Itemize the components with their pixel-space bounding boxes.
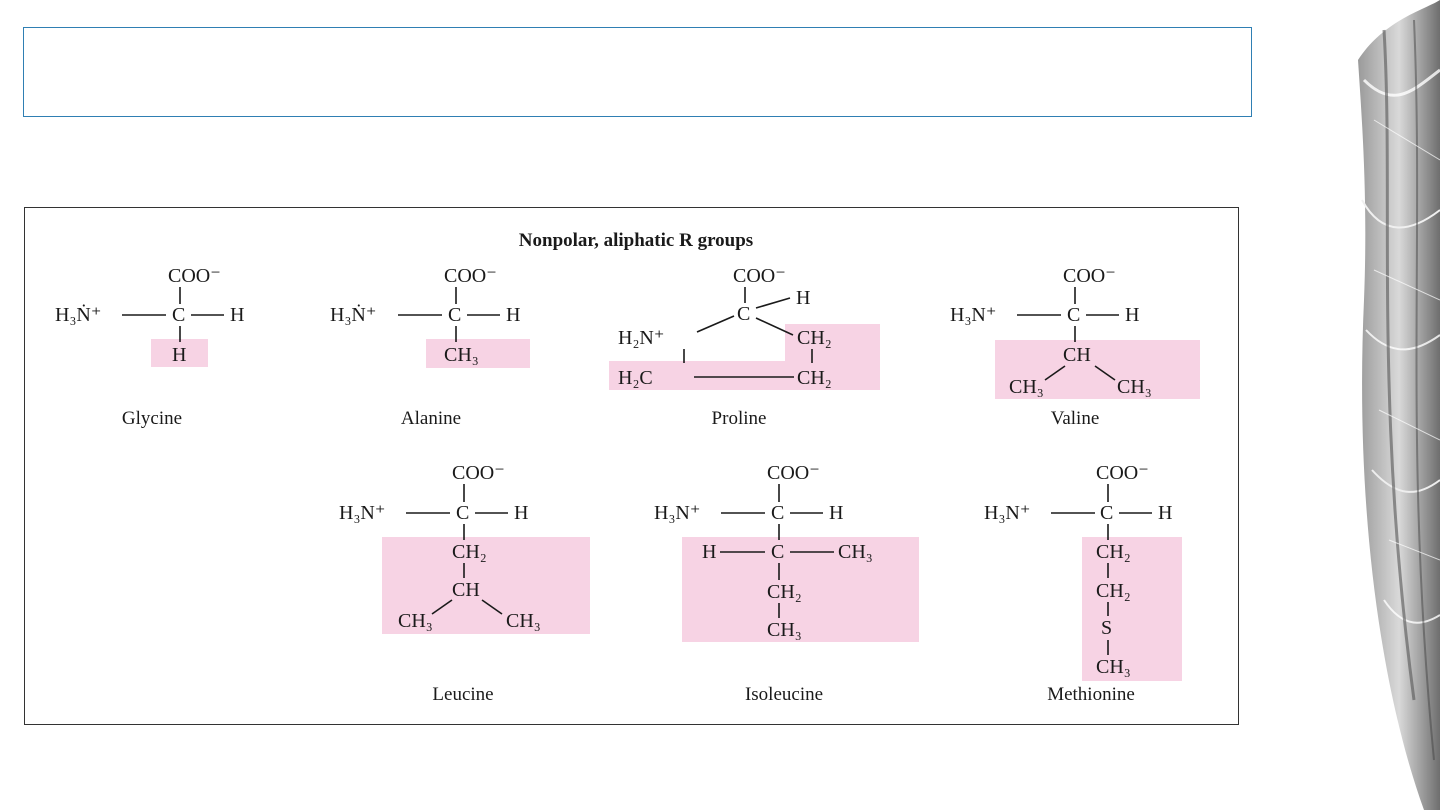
isoleucine-coo: COO⁻: [767, 462, 820, 484]
alanine-alpha-h: H: [506, 304, 520, 326]
glycine-alpha-h: H: [230, 304, 244, 326]
isoleucine-structure: COO⁻ H₃N⁺ C H H C CH₃ CH₂ CH₃ Isoleucine: [654, 462, 919, 705]
swirl-graphic-icon: [1358, 0, 1440, 810]
figure-heading: Nonpolar, aliphatic R groups: [519, 230, 753, 251]
alanine-amine: H₃Ṅ⁺: [330, 303, 376, 326]
leucine-alpha-h: H: [514, 502, 528, 524]
proline-ring-ch2-right: CH₂: [797, 327, 832, 349]
glycine-label: Glycine: [122, 408, 182, 429]
isoleucine-r-ch3: CH₃: [838, 541, 873, 563]
methionine-r-group-highlight: [1082, 537, 1182, 681]
leucine-amine: H₃N⁺: [339, 502, 385, 524]
leucine-r-ch: CH: [452, 579, 480, 601]
proline-ring-ch2-bottom-right: CH₂: [797, 367, 832, 389]
valine-alpha-c: C: [1067, 304, 1080, 326]
leucine-r-ch2: CH₂: [452, 541, 487, 563]
isoleucine-label: Isoleucine: [745, 684, 823, 705]
leucine-alpha-c: C: [456, 502, 469, 524]
isoleucine-r-ch2: CH₂: [767, 581, 802, 603]
proline-structure: COO⁻ C H H₂N⁺ CH₂ H₂C CH₂ Proline: [609, 265, 880, 429]
proline-alpha-c: C: [737, 303, 750, 325]
methionine-alpha-h: H: [1158, 502, 1172, 524]
proline-ring-n: H₂N⁺: [618, 327, 664, 349]
glycine-r-group: H: [172, 344, 186, 366]
alanine-label: Alanine: [401, 408, 461, 429]
methionine-r-ch3: CH₃: [1096, 656, 1131, 678]
methionine-r-s: S: [1101, 617, 1112, 639]
leucine-label: Leucine: [432, 684, 493, 705]
valine-alpha-h: H: [1125, 304, 1139, 326]
methionine-structure: COO⁻ H₃N⁺ C H CH₂ CH₂ S CH₃ Methionine: [984, 462, 1182, 705]
isoleucine-alpha-c: C: [771, 502, 784, 524]
methionine-r-ch2-1: CH₂: [1096, 541, 1131, 563]
leucine-coo: COO⁻: [452, 462, 505, 484]
slide-title-box: [23, 27, 1252, 117]
isoleucine-r-group-highlight: [682, 537, 919, 642]
isoleucine-r-c: C: [771, 541, 784, 563]
proline-label: Proline: [712, 408, 767, 429]
valine-r-group-highlight: [995, 340, 1200, 399]
glycine-r-group-highlight: [151, 339, 208, 367]
leucine-r-ch3-left: CH₃: [398, 610, 433, 632]
glycine-alpha-c: C: [172, 304, 185, 326]
alanine-r-group: CH₃: [444, 344, 479, 366]
figure-frame: [24, 207, 1239, 725]
valine-r-ch: CH: [1063, 344, 1091, 366]
glycine-coo: COO⁻: [168, 265, 221, 287]
isoleucine-r-h: H: [702, 541, 716, 563]
proline-coo: COO⁻: [733, 265, 786, 287]
glycine-amine: H₃Ṅ⁺: [55, 303, 101, 326]
isoleucine-alpha-h: H: [829, 502, 843, 524]
alanine-r-group-highlight: [426, 339, 530, 368]
methionine-coo: COO⁻: [1096, 462, 1149, 484]
alanine-structure: COO⁻ H₃Ṅ⁺ C H CH₃ Alanine: [330, 265, 530, 429]
valine-r-ch3-left: CH₃: [1009, 376, 1044, 398]
proline-alpha-h: H: [796, 287, 810, 309]
valine-amine: H₃N⁺: [950, 304, 996, 326]
alanine-coo: COO⁻: [444, 265, 497, 287]
methionine-amine: H₃N⁺: [984, 502, 1030, 524]
valine-r-ch3-right: CH₃: [1117, 376, 1152, 398]
valine-structure: COO⁻ H₃N⁺ C H CH CH₃ CH₃ Valine: [950, 265, 1200, 429]
leucine-r-ch3-right: CH₃: [506, 610, 541, 632]
valine-label: Valine: [1051, 408, 1100, 429]
leucine-r-group-highlight: [382, 537, 590, 634]
methionine-alpha-c: C: [1100, 502, 1113, 524]
proline-r-group-highlight: [609, 324, 880, 390]
glycine-structure: COO⁻ H₃Ṅ⁺ C H H Glycine: [55, 265, 244, 429]
leucine-structure: COO⁻ H₃N⁺ C H CH₂ CH CH₃ CH₃ Leucine: [339, 462, 590, 705]
methionine-r-ch2-2: CH₂: [1096, 580, 1131, 602]
isoleucine-amine: H₃N⁺: [654, 502, 700, 524]
valine-coo: COO⁻: [1063, 265, 1116, 287]
alanine-alpha-c: C: [448, 304, 461, 326]
isoleucine-r-ch3-bottom: CH₃: [767, 619, 802, 641]
proline-ring-ch2-bottom-left: H₂C: [618, 367, 653, 389]
methionine-label: Methionine: [1047, 684, 1135, 705]
